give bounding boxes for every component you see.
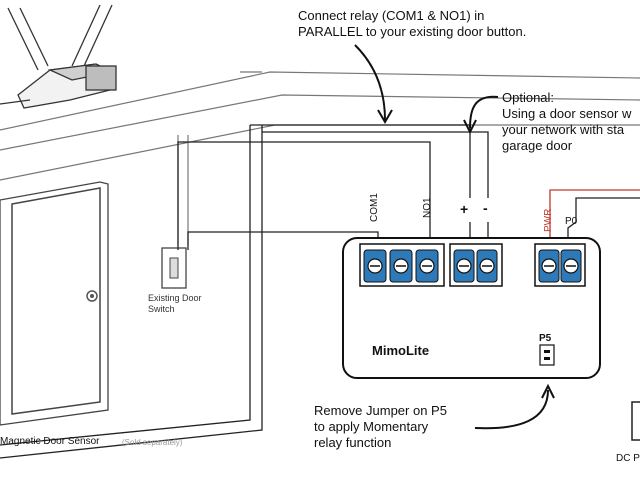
terminal-plus xyxy=(453,249,475,283)
terminal-middle xyxy=(389,249,413,283)
jumper-callout-line2: to apply Momentary xyxy=(314,419,429,434)
optional-callout-line3: your network with sta xyxy=(502,122,625,137)
terminal-pwr xyxy=(538,249,560,283)
optional-callout-line4: garage door xyxy=(502,138,573,153)
jumper-callout-line3: relay function xyxy=(314,435,392,450)
switch-label-line2: Switch xyxy=(148,304,175,314)
dc-power-supply-icon xyxy=(631,401,640,441)
jumper-callout-line1: Remove Jumper on P5 xyxy=(314,403,447,418)
terminal-com1 xyxy=(363,249,387,283)
optional-callout-line1: Optional: xyxy=(502,90,555,105)
terminal-label-plus: + xyxy=(460,201,469,217)
device-name: MimoLite xyxy=(372,343,430,358)
terminal-label-p0: P0 xyxy=(565,216,578,227)
terminal-label-no1: NO1 xyxy=(422,197,433,218)
optional-callout-line2: Using a door sensor w xyxy=(502,106,632,121)
jumper-callout-arrow xyxy=(474,383,555,430)
dc-power-label: DC P xyxy=(616,453,640,464)
door-icon xyxy=(0,181,109,426)
door-switch-icon xyxy=(161,247,187,289)
relay-callout-arrow xyxy=(354,44,393,124)
terminal-no1 xyxy=(415,249,439,283)
terminal-p0 xyxy=(560,249,582,283)
jumper-label-p5: P5 xyxy=(539,333,552,344)
relay-callout-line1: Connect relay (COM1 & NO1) in xyxy=(298,8,485,23)
terminal-label-pwr: PWR xyxy=(543,208,554,232)
sensor-note: (Sold separately) xyxy=(122,438,183,447)
switch-label-line1: Existing Door xyxy=(148,293,202,303)
relay-callout-line2: PARALLEL to your existing door button. xyxy=(298,24,527,39)
terminal-label-com1: COM1 xyxy=(369,193,380,222)
garage-opener-icon xyxy=(0,4,117,109)
terminal-minus xyxy=(476,249,498,283)
sensor-wires xyxy=(549,189,640,250)
optional-callout-arrow xyxy=(463,95,499,135)
terminal-label-minus: - xyxy=(483,200,488,216)
sensor-label: Magnetic Door Sensor xyxy=(0,436,100,447)
